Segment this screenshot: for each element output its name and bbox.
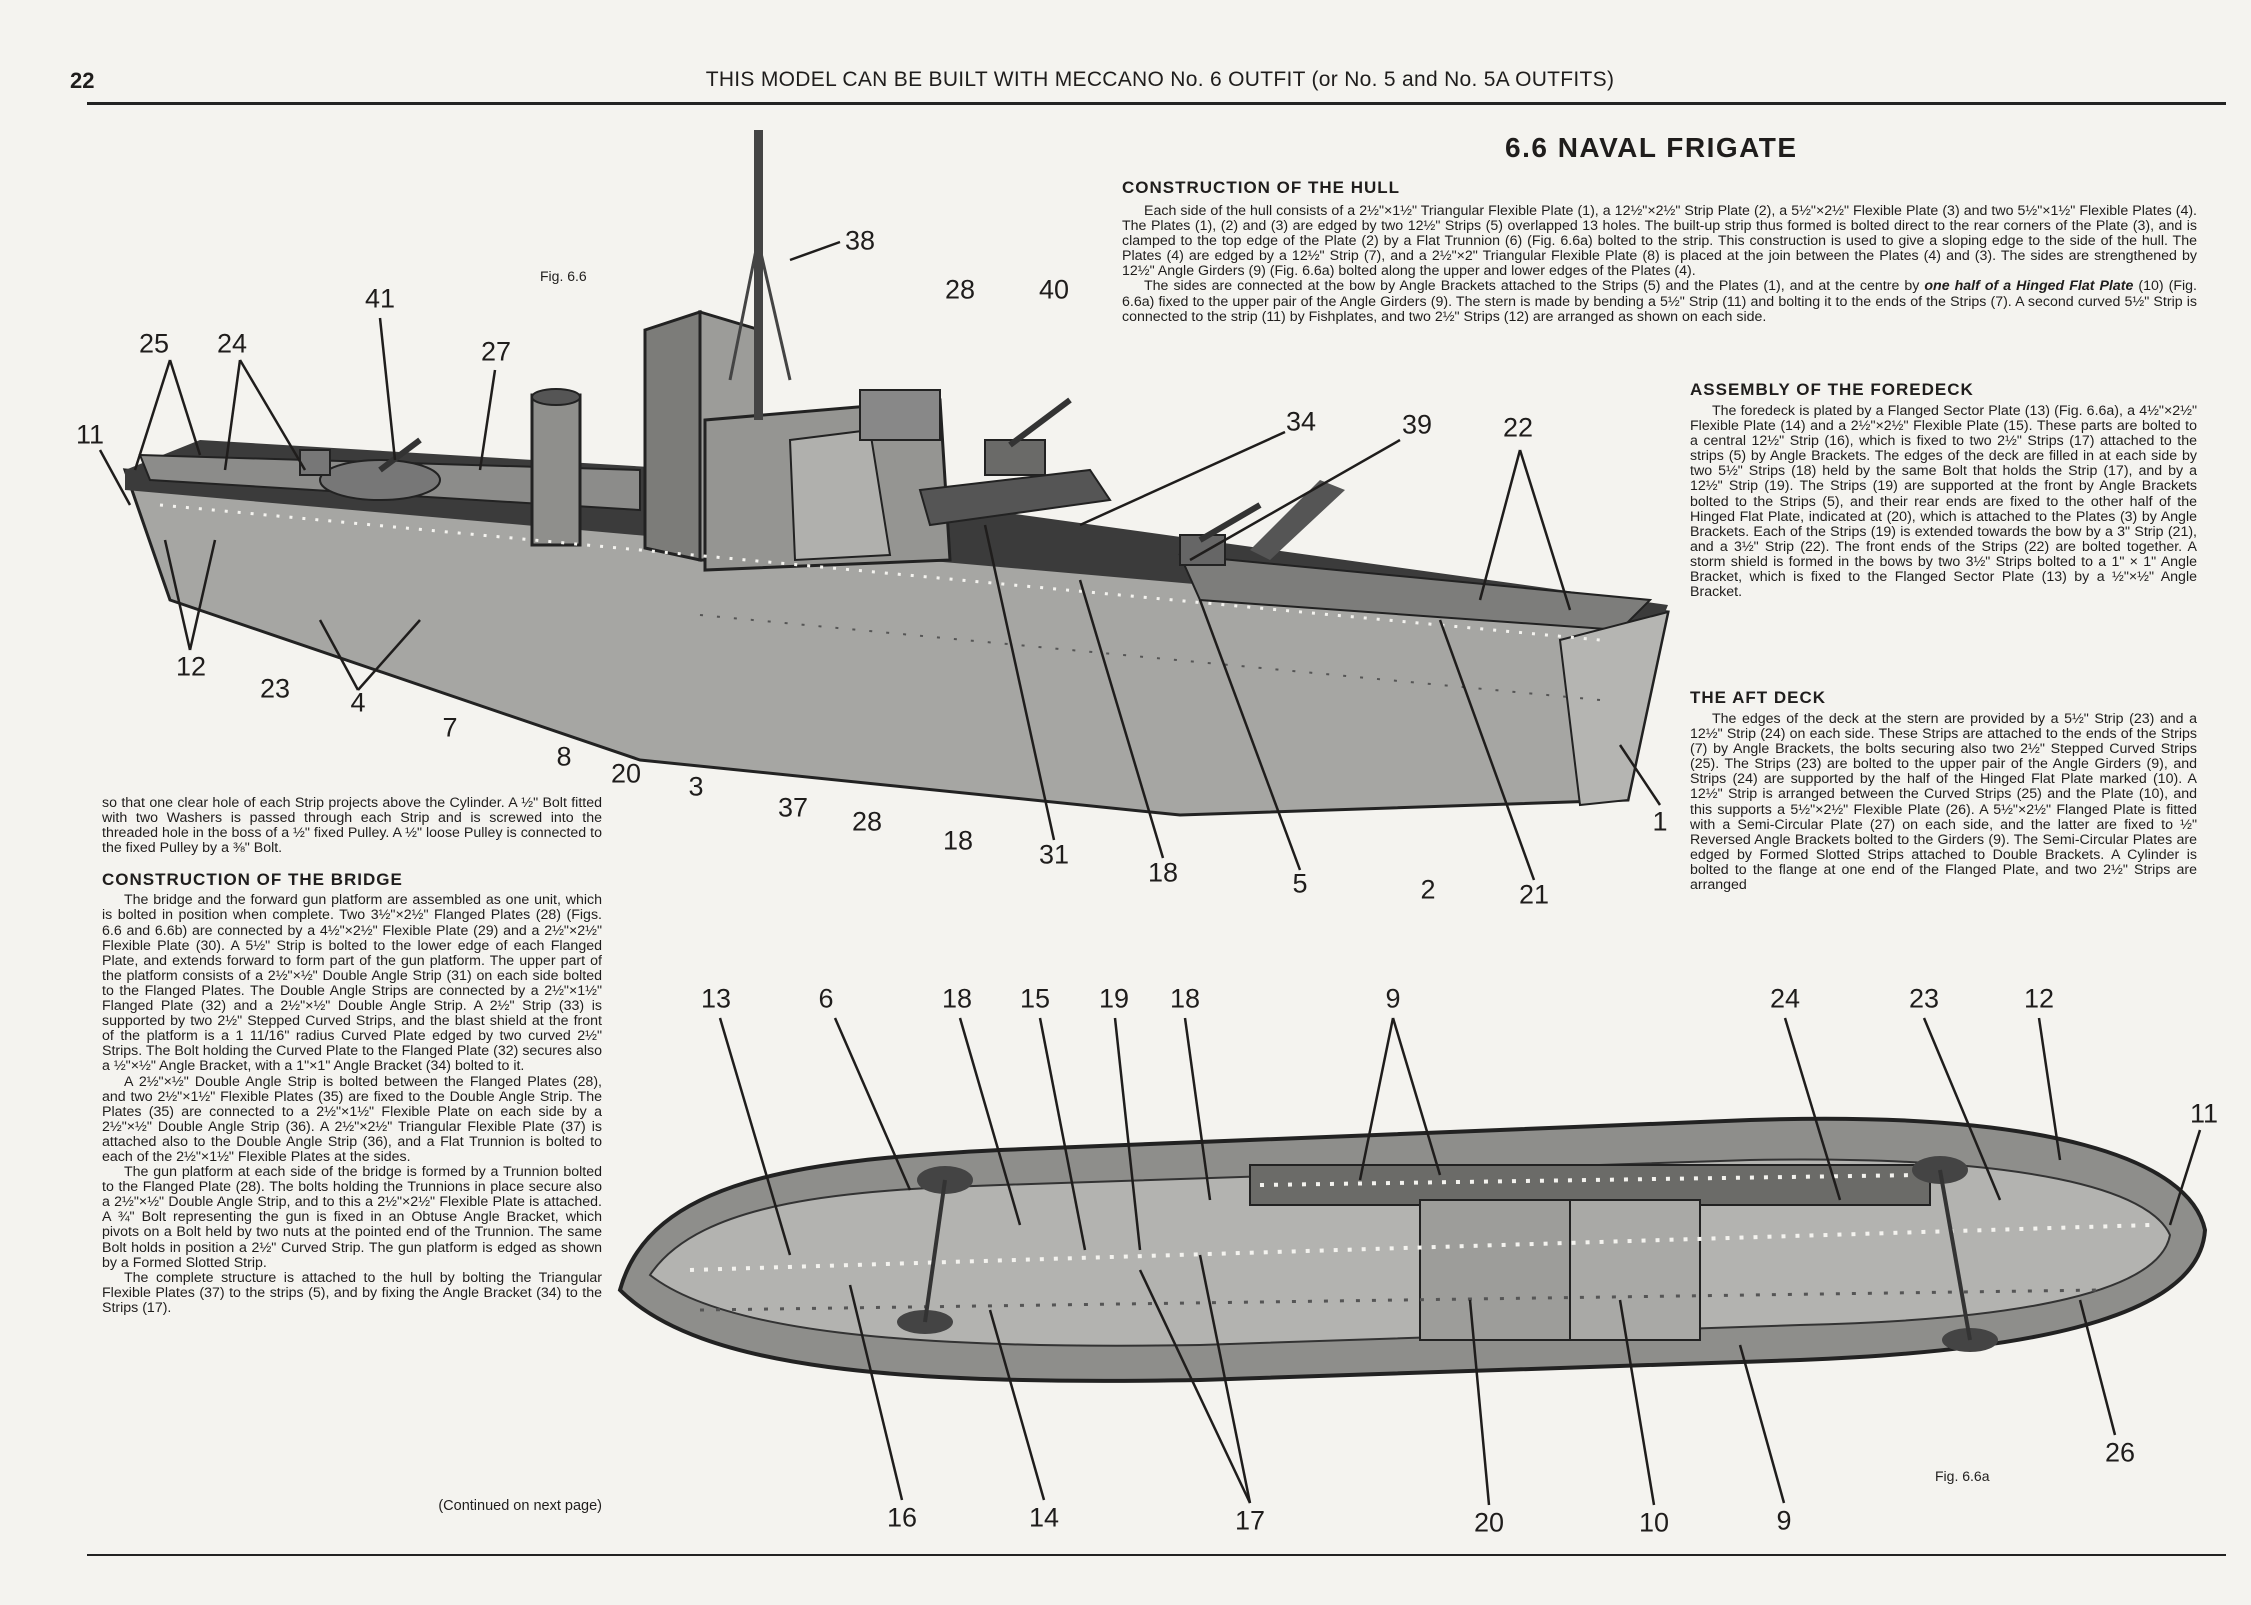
callout: 6 xyxy=(818,983,834,1014)
callout: 12 xyxy=(175,651,207,682)
callout: 12 xyxy=(2023,983,2055,1014)
callout: 13 xyxy=(700,983,732,1014)
callout: 20 xyxy=(610,758,642,789)
underside-view-leader-lines xyxy=(718,1017,2202,1506)
paragraph: The gun platform at each side of the bri… xyxy=(102,1164,602,1271)
emphasis-text: one half of a Hinged Flat Plate xyxy=(1924,278,2134,295)
callout: 27 xyxy=(480,336,512,367)
page-title: 6.6 NAVAL FRIGATE xyxy=(1505,132,1798,163)
continued-note: (Continued on next page) xyxy=(438,1498,602,1514)
section-aft-deck: THE AFT DECK The edges of the deck at th… xyxy=(1690,688,2197,893)
callout: 18 xyxy=(1169,983,1201,1014)
side-view-leader-lines xyxy=(98,240,1662,881)
paragraph: The sides are connected at the bow by An… xyxy=(1122,279,2197,324)
callout: 34 xyxy=(1285,406,1317,437)
text-run: The sides are connected at the bow by An… xyxy=(1144,278,1920,295)
callout: 23 xyxy=(1908,983,1940,1014)
paragraph: The foredeck is plated by a Flanged Sect… xyxy=(1690,403,2197,601)
callout: 25 xyxy=(138,328,170,359)
paragraph: The bridge and the forward gun platform … xyxy=(102,892,602,1075)
callout: 18 xyxy=(941,983,973,1014)
callout: 28 xyxy=(944,274,976,305)
callout: 9 xyxy=(1776,1505,1792,1536)
header-rule xyxy=(87,102,2226,105)
callout: 2 xyxy=(1420,874,1436,905)
callout: 9 xyxy=(1385,983,1401,1014)
page-number: 22 xyxy=(70,68,95,93)
section-heading: CONSTRUCTION OF THE BRIDGE xyxy=(102,870,403,890)
section-heading: ASSEMBLY OF THE FOREDECK xyxy=(1690,380,1974,399)
footer-rule xyxy=(87,1554,2226,1556)
section-heading: CONSTRUCTION OF THE HULL xyxy=(1122,178,1401,197)
callout: 24 xyxy=(1769,983,1801,1014)
callout: 15 xyxy=(1019,983,1051,1014)
callout: 14 xyxy=(1028,1502,1060,1533)
callout: 18 xyxy=(942,825,974,856)
paragraph: The complete structure is attached to th… xyxy=(102,1269,602,1316)
callout: 40 xyxy=(1038,274,1070,305)
callout: 39 xyxy=(1401,409,1433,440)
callout: 8 xyxy=(556,741,572,772)
callout: 11 xyxy=(75,419,105,450)
side-view-ship-drawing xyxy=(122,130,1670,817)
callout: 31 xyxy=(1038,839,1070,870)
paragraph: A 2½"×½" Double Angle Strip is bolted be… xyxy=(102,1073,602,1165)
callout: 7 xyxy=(442,712,458,743)
figure-label-6-6a: Fig. 6.6a xyxy=(1935,1468,1990,1484)
callout: 24 xyxy=(216,328,248,359)
callout: 37 xyxy=(777,792,809,823)
section-hull: CONSTRUCTION OF THE HULL Each side of th… xyxy=(1122,178,2197,325)
callout: 41 xyxy=(364,283,396,314)
callout: 23 xyxy=(259,673,291,704)
callout: 38 xyxy=(844,225,876,256)
text-run: (10) (Fig. 6.6a) fixed to the upper pair… xyxy=(1122,278,2197,325)
callout: 18 xyxy=(1147,857,1179,888)
callout: 28 xyxy=(851,806,883,837)
callout: 17 xyxy=(1234,1505,1266,1536)
paragraph: so that one clear hole of each Strip pro… xyxy=(102,795,602,857)
section-foredeck: ASSEMBLY OF THE FOREDECK The foredeck is… xyxy=(1690,380,2197,600)
section-heading: THE AFT DECK xyxy=(1690,688,1827,707)
callout: 16 xyxy=(886,1502,918,1533)
running-head: THIS MODEL CAN BE BUILT WITH MECCANO No.… xyxy=(705,68,1615,91)
paragraph: The edges of the deck at the stern are p… xyxy=(1690,711,2197,894)
callout: 5 xyxy=(1292,868,1308,899)
callout: 11 xyxy=(2189,1098,2219,1129)
callout: 4 xyxy=(350,687,366,718)
figure-label-6-6: Fig. 6.6 xyxy=(540,268,587,284)
callout: 26 xyxy=(2104,1437,2136,1468)
callout: 1 xyxy=(1652,806,1668,837)
paragraph: Each side of the hull consists of a 2½"×… xyxy=(1122,203,2197,280)
callout: 10 xyxy=(1638,1507,1670,1538)
callout: 20 xyxy=(1473,1507,1505,1538)
callout: 21 xyxy=(1518,879,1550,910)
callout: 22 xyxy=(1502,412,1534,443)
underside-view-hull-drawing xyxy=(617,1116,2208,1383)
section-bridge-column: so that one clear hole of each Strip pro… xyxy=(102,795,602,1316)
callout: 3 xyxy=(688,771,704,802)
callout: 19 xyxy=(1098,983,1130,1014)
